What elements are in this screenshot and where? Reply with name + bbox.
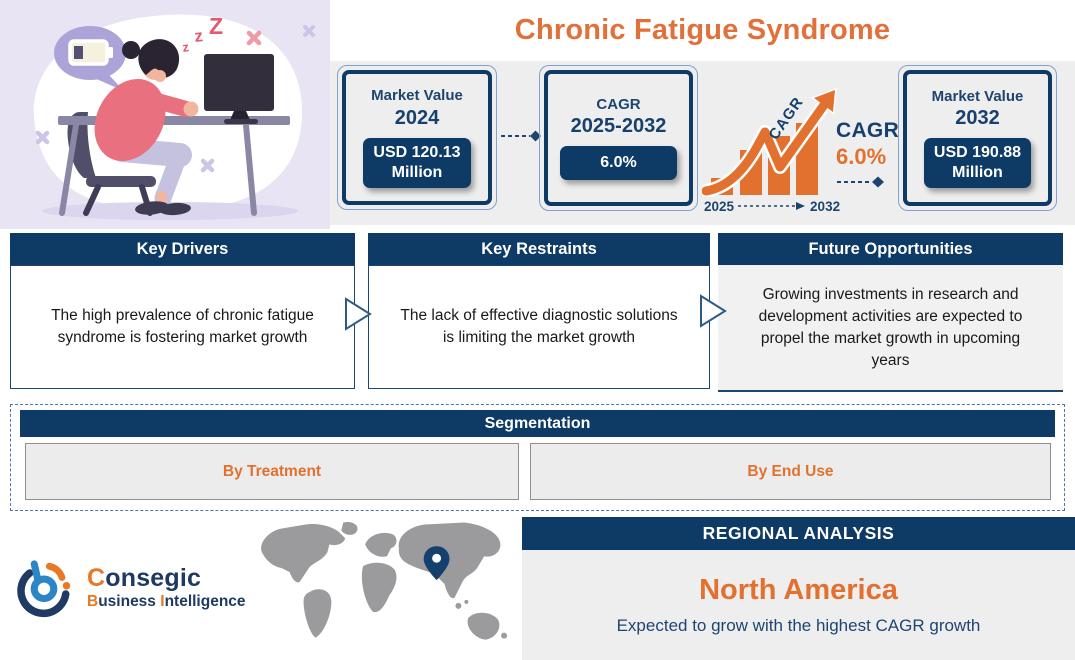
brand-subtitle: Business Intelligence [87, 593, 246, 611]
svg-text:z: z [181, 39, 190, 55]
growth-chart-icon: CAGR [702, 87, 837, 197]
stat-value-pill: 6.0% [560, 146, 677, 181]
sleep-zzz-text: z z Z [181, 13, 223, 55]
chevron-right-icon [700, 294, 727, 328]
years-axis: 2025 2032 [704, 198, 846, 214]
regional-note: Expected to grow with the highest CAGR g… [616, 616, 981, 635]
decorative-x-pink-icon [246, 30, 262, 46]
card-header-key-restraints: Key Restraints [368, 233, 710, 265]
stat-label: Market Value [371, 87, 463, 105]
stat-box-cagr: CAGR 2025-2032 6.0% [539, 65, 698, 211]
connector-diamond-icon [501, 130, 541, 142]
regional-body: North America Expected to grow with the … [522, 550, 1075, 660]
svg-text:Z: Z [209, 13, 223, 39]
card-header-key-drivers: Key Drivers [10, 233, 355, 265]
page-title: Chronic Fatigue Syndrome [514, 14, 891, 46]
segmentation-section: Segmentation By Treatment By End Use [10, 404, 1065, 511]
stat-label: Market Value [931, 87, 1024, 105]
cagr-callout-label: CAGR [836, 119, 900, 142]
brand-logo: Consegic Business Intelligence [14, 538, 246, 638]
brand-text: Consegic Business Intelligence [87, 564, 246, 611]
hero-illustration: z z Z [0, 0, 330, 229]
region-name: North America [699, 574, 898, 606]
segment-by-end-use: By End Use [530, 443, 1051, 500]
stat-value-pill: USD 190.88 Million [923, 138, 1032, 189]
connector-diamond-icon [837, 176, 884, 188]
cagr-callout-value: 6.0% [836, 144, 887, 169]
tired-person-illustration-icon: z z Z [0, 0, 330, 229]
card-body-key-drivers: The high prevalence of chronic fatigue s… [10, 265, 355, 389]
segmentation-header: Segmentation [20, 410, 1055, 437]
location-pin-icon [423, 546, 450, 581]
world-map [261, 521, 508, 640]
regional-analysis-section: REGIONAL ANALYSIS North America Expected… [522, 517, 1075, 660]
stat-value-pill: USD 120.13 Million [363, 137, 471, 188]
stat-label: CAGR [596, 95, 641, 113]
stat-year: 2032 [955, 107, 1000, 130]
decorative-x-icon [35, 25, 315, 173]
stat-box-market-value-2024: Market Value 2024 USD 120.13 Million [337, 65, 497, 210]
cagr-callout: CAGR 6.0% [836, 119, 900, 189]
year-arrow-icon [738, 202, 806, 210]
regional-header: REGIONAL ANALYSIS [522, 517, 1075, 550]
stat-year: 2025-2032 [570, 115, 667, 138]
year-end: 2032 [810, 198, 841, 214]
segment-by-treatment: By Treatment [25, 443, 519, 500]
logo-mark-icon [17, 560, 71, 618]
year-start: 2025 [704, 198, 735, 214]
stats-strip: Market Value 2024 USD 120.13 Million CAG… [330, 61, 1075, 225]
card-header-future-opportunities: Future Opportunities [718, 233, 1063, 265]
person-body [94, 39, 199, 162]
card-body-key-restraints: The lack of effective diagnostic solutio… [368, 265, 710, 389]
card-body-future-opportunities: Growing investments in research and deve… [718, 265, 1063, 392]
svg-text:z: z [193, 26, 203, 46]
stat-box-market-value-2032: Market Value 2032 USD 190.88 Million [898, 65, 1057, 211]
stat-year: 2024 [394, 106, 440, 129]
monitor-icon [204, 54, 274, 124]
chevron-right-icon [345, 297, 372, 331]
brand-name: Consegic [87, 564, 202, 593]
